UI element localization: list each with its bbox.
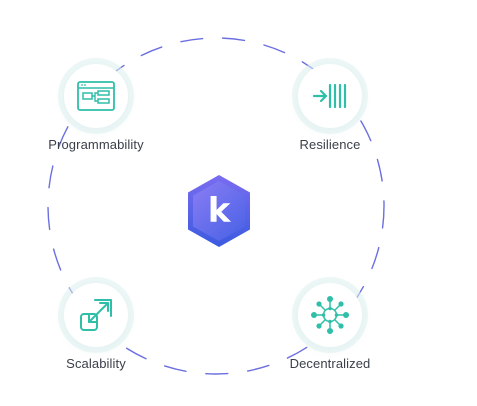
logo-letter: k [208, 191, 232, 231]
arrow-into-bars-icon [312, 83, 347, 109]
icon-badge [64, 283, 128, 347]
flow-chart-icon [77, 81, 115, 111]
icon-badge [64, 64, 128, 128]
node-label: Scalability [66, 356, 126, 371]
node-decentralized: Decentralized [282, 283, 378, 371]
hexagon-logo: k [188, 175, 250, 247]
icon-badge [298, 283, 362, 347]
icon-badge [298, 64, 362, 128]
node-label: Resilience [299, 137, 361, 152]
node-label: Decentralized [289, 356, 371, 371]
node-programmability: Programmability [46, 64, 146, 152]
node-scalability: Scalability [54, 283, 138, 371]
expand-arrows-icon [80, 299, 112, 331]
node-resilience: Resilience [290, 64, 370, 152]
network-nodes-icon [311, 296, 349, 334]
node-label: Programmability [48, 137, 144, 152]
